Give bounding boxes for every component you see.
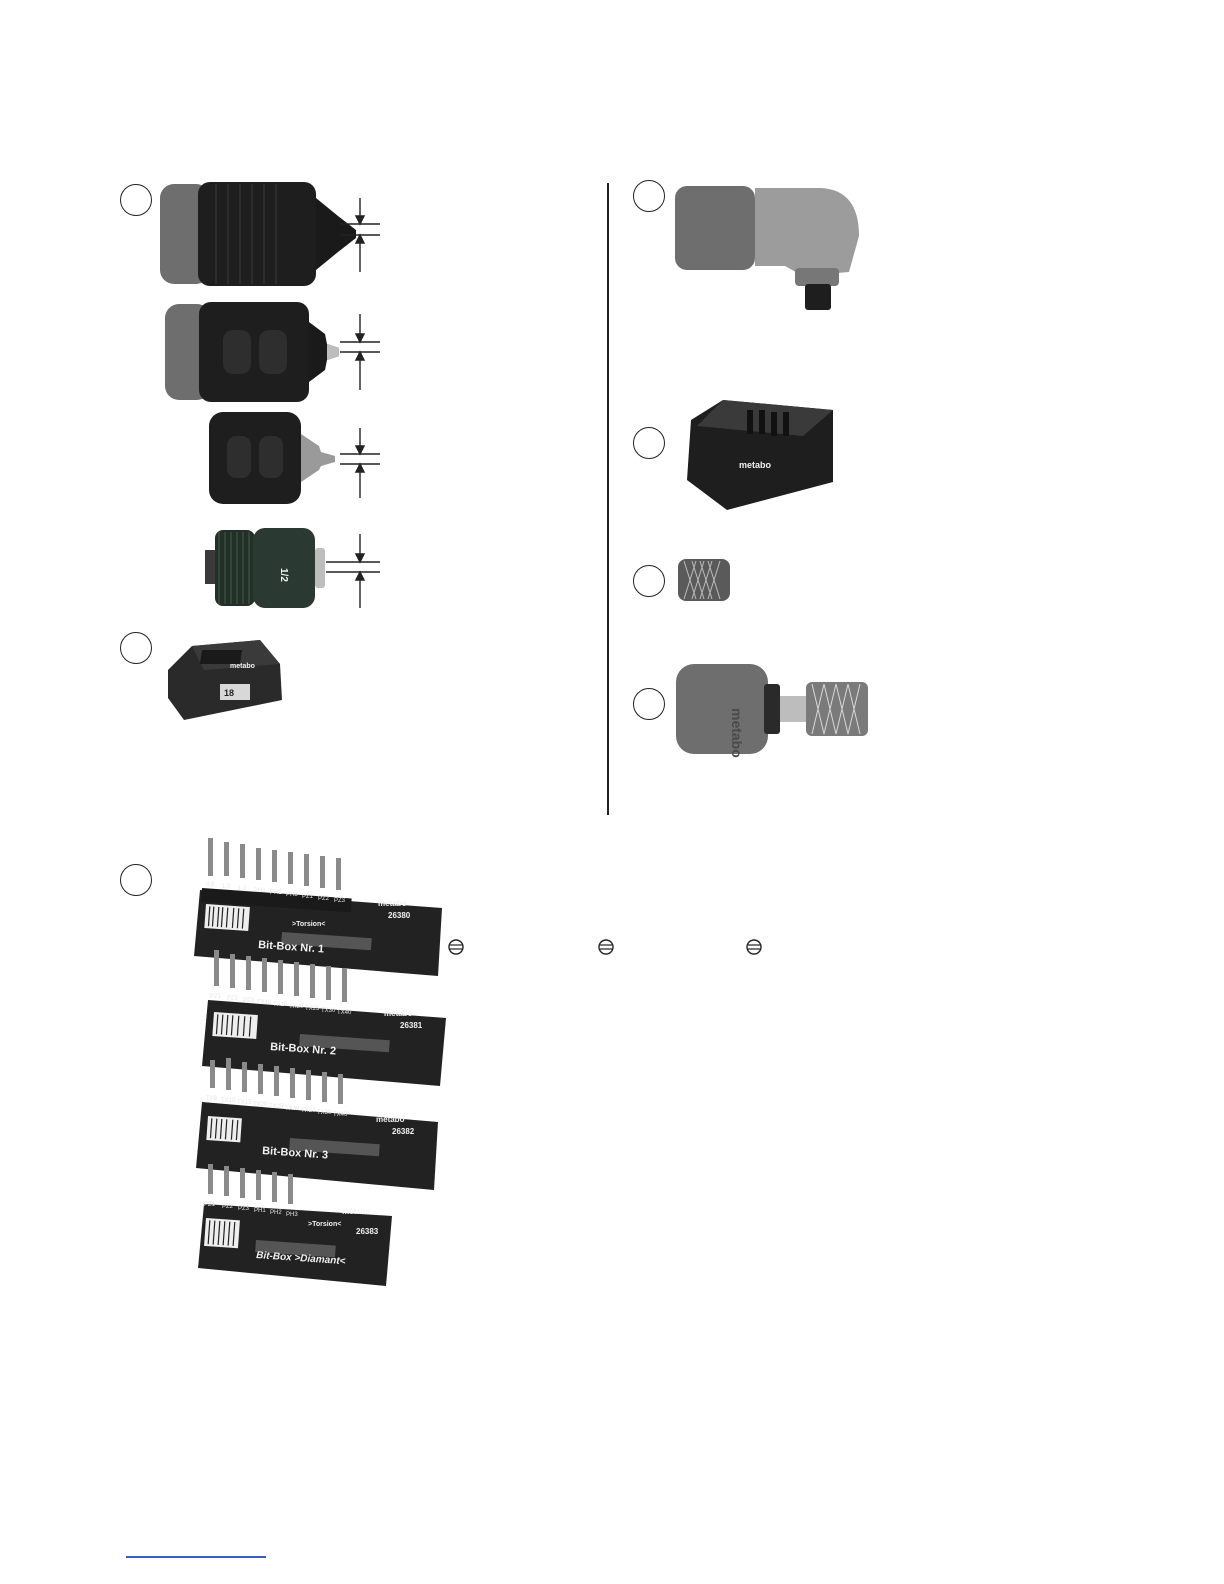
bit-label: PZ3: [238, 1206, 250, 1212]
bit-label: PH1: [254, 1208, 266, 1214]
bitbox-brand: metabo: [342, 1207, 371, 1216]
bit-label: TX30: [285, 1106, 300, 1112]
bitholder-brand: metabo: [729, 708, 745, 758]
bit-label: TX15: [273, 1002, 288, 1008]
keyless-chuck-large: [160, 182, 356, 286]
bit-label: TX10: [257, 1000, 272, 1006]
bitbox-part: 26383: [356, 1227, 379, 1236]
keyless-chuck-small: [209, 412, 335, 504]
bitbox-part: 26382: [392, 1127, 415, 1136]
figure-marker: [120, 632, 152, 664]
bit-label: TX20: [253, 1102, 268, 1108]
bit-label: PH3: [286, 1212, 298, 1218]
bit-label: TX20: [289, 1004, 304, 1010]
bitbox-part: 26380: [388, 911, 411, 920]
figure-marker: [633, 565, 665, 597]
bitbox-brand: metabo: [384, 1009, 413, 1018]
bit-label: PZ2: [222, 1204, 234, 1210]
bit-label: TX30: [321, 1008, 336, 1014]
bitbox-brand: metabo: [378, 899, 407, 908]
figure-marker: [120, 184, 152, 216]
angle-attachment: [675, 186, 859, 310]
bit-label: PZ1: [210, 994, 222, 1000]
bit-label: TX27: [301, 1108, 316, 1114]
slot-symbols: [448, 939, 762, 955]
bit-label: PZ1: [204, 1202, 216, 1208]
column-divider: [607, 183, 609, 815]
bit-label: TX15: [237, 1100, 252, 1106]
bit-label: PZ2: [227, 996, 239, 1002]
bitbox-part: 26381: [400, 1021, 423, 1030]
knurled-sleeve: [678, 559, 730, 601]
footer-link-underline[interactable]: [126, 1556, 266, 1558]
bitbox-title: Bit-Box Nr. 3: [262, 1145, 329, 1162]
bit-label: TX8: [206, 1096, 218, 1102]
quick-change-chuck: 1/2: [205, 528, 325, 608]
battery-pack: 18 metabo: [168, 640, 282, 720]
bit-label: PZ2: [318, 896, 330, 902]
bit-label: TX40: [337, 1010, 352, 1016]
quick-bit-holder: metabo: [676, 664, 868, 758]
chuck-marking: 1/2: [278, 568, 289, 582]
bit-box-3: TX8 TX10 TX15 TX20 TX25 TX30 TX27 TX30 T…: [196, 1058, 438, 1190]
battery-voltage: 18: [224, 688, 234, 698]
bit-label: TX30: [317, 1110, 332, 1116]
bit-label: 0.8: [206, 882, 215, 888]
bitbox-title: Bit-Box Nr. 2: [270, 1041, 337, 1058]
bit-label: TX25: [305, 1006, 320, 1012]
bit-label: 1.2: [238, 886, 247, 892]
figure-marker: [633, 688, 665, 720]
battery-brand: metabo: [230, 663, 255, 670]
bit-label: 1.0: [222, 884, 231, 890]
bit-label: PH2: [270, 1210, 282, 1216]
figure-marker: [120, 864, 152, 896]
keyless-chuck-medium: [165, 302, 339, 402]
charger-brand: metabo: [739, 460, 772, 470]
bit-label: PZ1: [302, 894, 314, 900]
bitbox-title: Bit-Box Nr. 1: [258, 939, 325, 956]
bit-label: PZ3: [243, 998, 255, 1004]
bit-label: PH1: [254, 888, 266, 894]
bit-label: TX10: [221, 1098, 236, 1104]
bit-label: PZ3: [334, 898, 346, 904]
bitbox-brand: metabo: [376, 1115, 405, 1124]
bitbox-tag: >Torsion<: [292, 921, 325, 928]
bit-box-diamant: PZ1 PZ2 PZ3 PH1 PH2 PH3 metabo >Torsion<…: [198, 1164, 392, 1286]
dimension-arrows: [326, 198, 380, 608]
figure-marker: [633, 427, 665, 459]
bit-label: TX25: [269, 1104, 284, 1110]
bitbox-tag: >Torsion<: [308, 1221, 341, 1228]
bit-label: PH2: [270, 890, 282, 896]
bit-label: TX40: [333, 1112, 348, 1118]
bit-label: PH3: [286, 892, 298, 898]
battery-charger: metabo: [687, 400, 833, 510]
bit-box-1: 0.8 1.0 1.2 PH1 PH2 PH3 PZ1 PZ2 PZ3 meta…: [194, 838, 442, 976]
figure-marker: [633, 180, 665, 212]
